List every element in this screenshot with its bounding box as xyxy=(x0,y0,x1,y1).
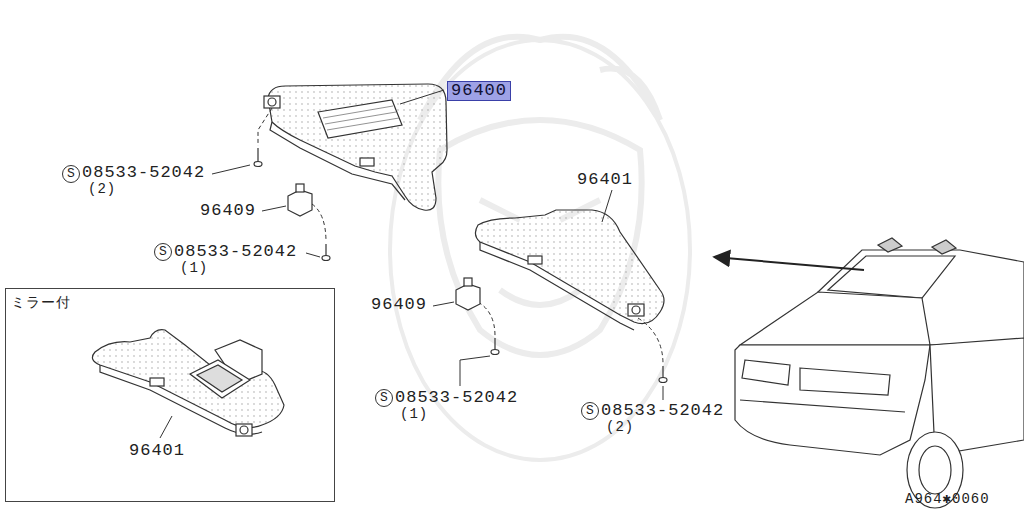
sun-visor-mirror xyxy=(92,330,284,436)
quantity: (2) xyxy=(88,180,116,198)
quantity: (1) xyxy=(180,259,208,277)
screw xyxy=(254,148,667,383)
part-number: 08533-52042 xyxy=(82,164,205,182)
sun-visor xyxy=(475,210,664,330)
leader-line xyxy=(160,90,663,438)
visor-clip xyxy=(288,184,312,216)
part-number: 08533-52042 xyxy=(174,243,297,261)
quantity: (1) xyxy=(400,405,428,423)
symbol-circle xyxy=(63,166,599,420)
note-text: ミラー付 xyxy=(11,294,71,312)
visor-clip xyxy=(456,278,480,310)
symbol-letter: S xyxy=(582,402,598,420)
dashed-guide xyxy=(258,108,663,364)
car-outline xyxy=(735,238,1024,508)
figure-code: A964✱0060 xyxy=(905,490,990,508)
highlight-box: 96400 xyxy=(447,81,511,101)
callout-number: 96401 xyxy=(577,171,633,189)
part-number: 96400 xyxy=(451,82,507,100)
callout-number: 96409 xyxy=(200,202,256,220)
direction-arrow xyxy=(714,257,864,270)
part-number: 08533-52042 xyxy=(395,389,518,407)
symbol-letter: S xyxy=(155,243,171,261)
inset-panel: ミラー付 96401 xyxy=(5,288,335,502)
callout-number: 96401 xyxy=(129,442,185,460)
callout-number: 96409 xyxy=(371,296,427,314)
quantity: (2) xyxy=(606,418,634,436)
symbol-letter: S xyxy=(63,165,79,183)
symbol-letter: S xyxy=(376,389,392,407)
sun-visor xyxy=(264,84,447,210)
part-number: 08533-52042 xyxy=(601,402,724,420)
